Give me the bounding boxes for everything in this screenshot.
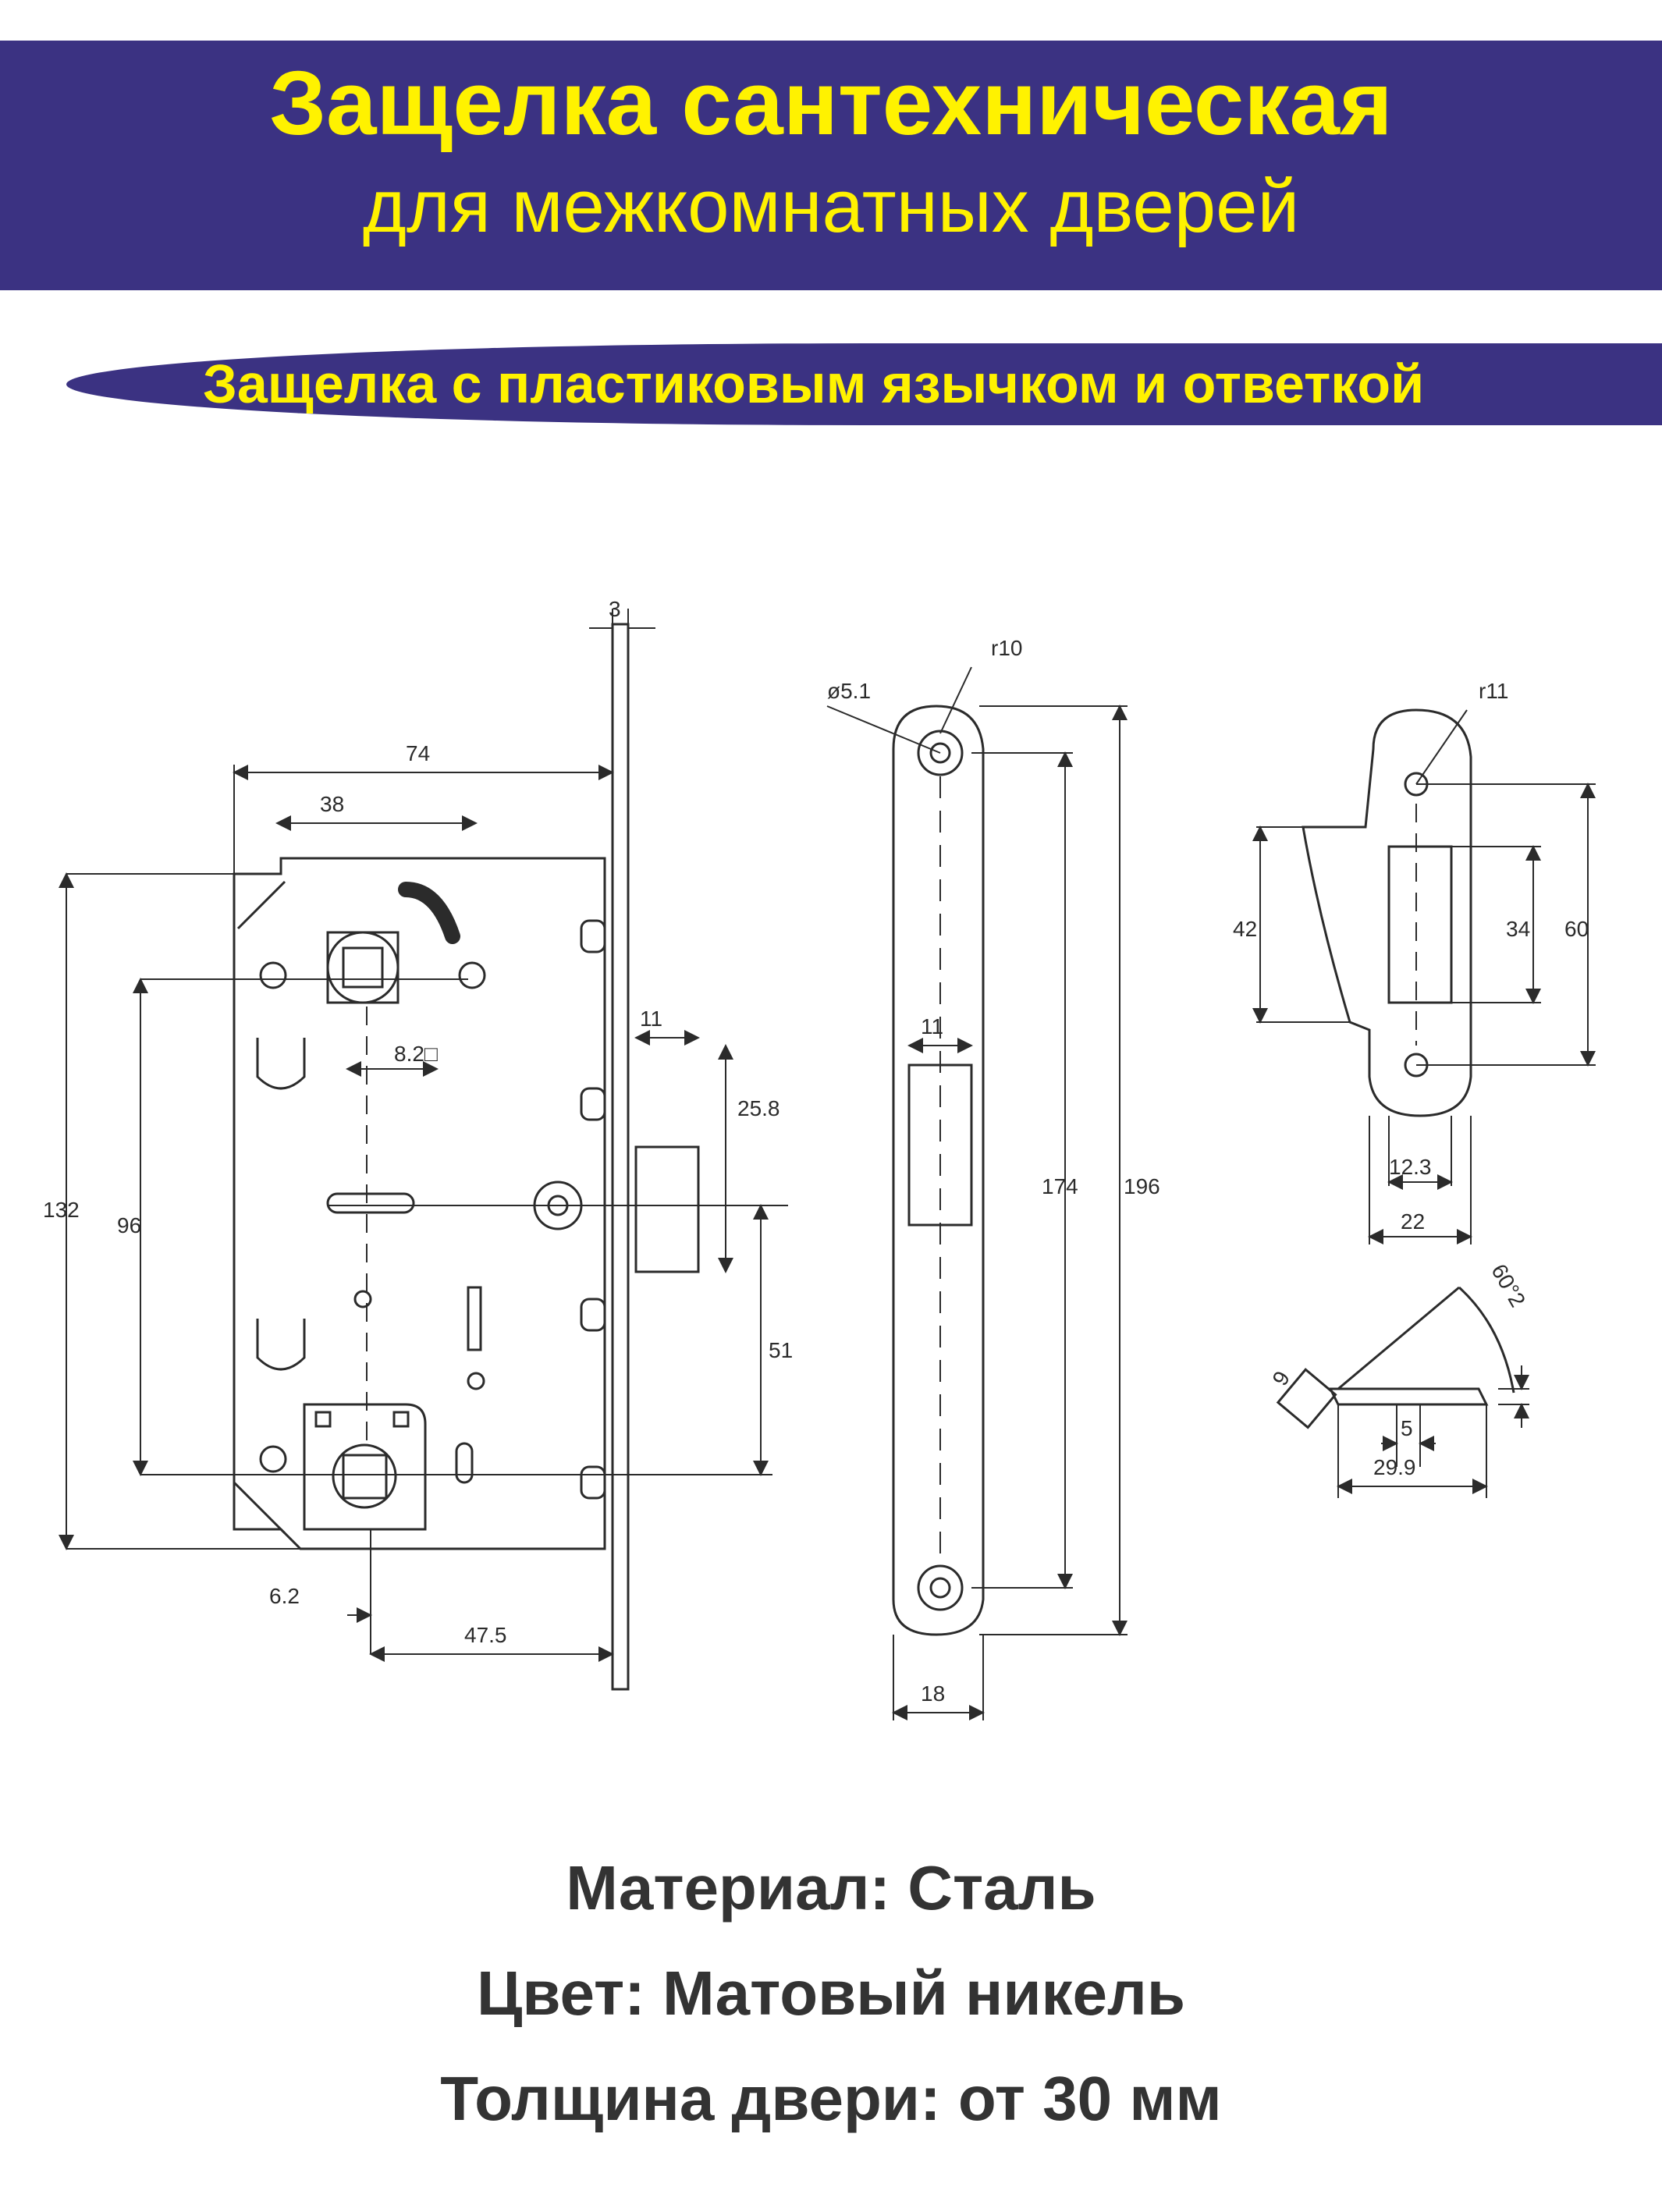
strike-plate-view xyxy=(1302,708,1472,1117)
dim-body-width: 74 xyxy=(406,741,430,765)
dim-turn-offset: 6.2 xyxy=(269,1584,300,1608)
dim-strike-width: 22 xyxy=(1401,1209,1425,1234)
dim-faceplate-width: 18 xyxy=(921,1681,945,1706)
dim-strike-opening: 34 xyxy=(1506,917,1530,941)
dim-latch-to-turn: 51 xyxy=(769,1338,793,1362)
lock-body-dimensions xyxy=(59,609,772,1662)
dim-latch-opening: 11 xyxy=(921,1014,943,1039)
dim-screw-hole: ø5.1 xyxy=(827,679,871,703)
dim-strike-screw-spacing: 60 xyxy=(1564,917,1589,941)
dim-tongue-slot: 5 xyxy=(1401,1416,1413,1440)
dim-strike-lip: 42 xyxy=(1233,917,1257,941)
dim-turn-backset: 47.5 xyxy=(464,1623,507,1647)
spec-color: Цвет: Матовый никель xyxy=(476,1958,1186,2028)
dim-spindle: 8.2□ xyxy=(394,1042,438,1066)
dim-center-distance: 96 xyxy=(117,1213,141,1237)
strike-plate-dimensions xyxy=(1252,709,1596,1244)
feature-banner xyxy=(66,343,1662,425)
dim-faceplate-thickness: 3 xyxy=(609,597,621,621)
dim-tongue-length: 29.9 xyxy=(1373,1455,1416,1479)
spec-material: Материал: Сталь xyxy=(566,1853,1096,1923)
dim-latch-projection: 25.8 xyxy=(737,1096,780,1120)
latch-tongue-view xyxy=(1276,1286,1515,1429)
dim-tongue-angle: 60°2 xyxy=(1486,1260,1530,1312)
dim-screw-spacing: 174 xyxy=(1042,1174,1078,1198)
dim-latch-width: 11 xyxy=(640,1007,662,1031)
spec-door-thickness: Толщина двери: от 30 мм xyxy=(440,2064,1222,2133)
header-banner xyxy=(0,41,1662,290)
faceplate-view xyxy=(892,705,985,1636)
feature-banner-text: Защелка с пластиковым язычком и ответкой xyxy=(203,353,1425,414)
latch-tongue-dimensions xyxy=(1337,1365,1529,1498)
dim-faceplate-radius: r10 xyxy=(991,636,1022,660)
page-title: Защелка сантехническая xyxy=(269,52,1393,154)
dim-strike-opening-width: 12.3 xyxy=(1389,1155,1432,1179)
faceplate-dimensions xyxy=(826,666,1128,1720)
lock-body-view xyxy=(233,623,788,1691)
dim-body-height: 132 xyxy=(43,1198,80,1222)
dim-backset: 38 xyxy=(320,792,344,816)
dim-faceplate-length: 196 xyxy=(1124,1174,1160,1198)
page-subtitle: для межкомнатных дверей xyxy=(362,165,1300,248)
dim-strike-radius: r11 xyxy=(1479,679,1508,703)
